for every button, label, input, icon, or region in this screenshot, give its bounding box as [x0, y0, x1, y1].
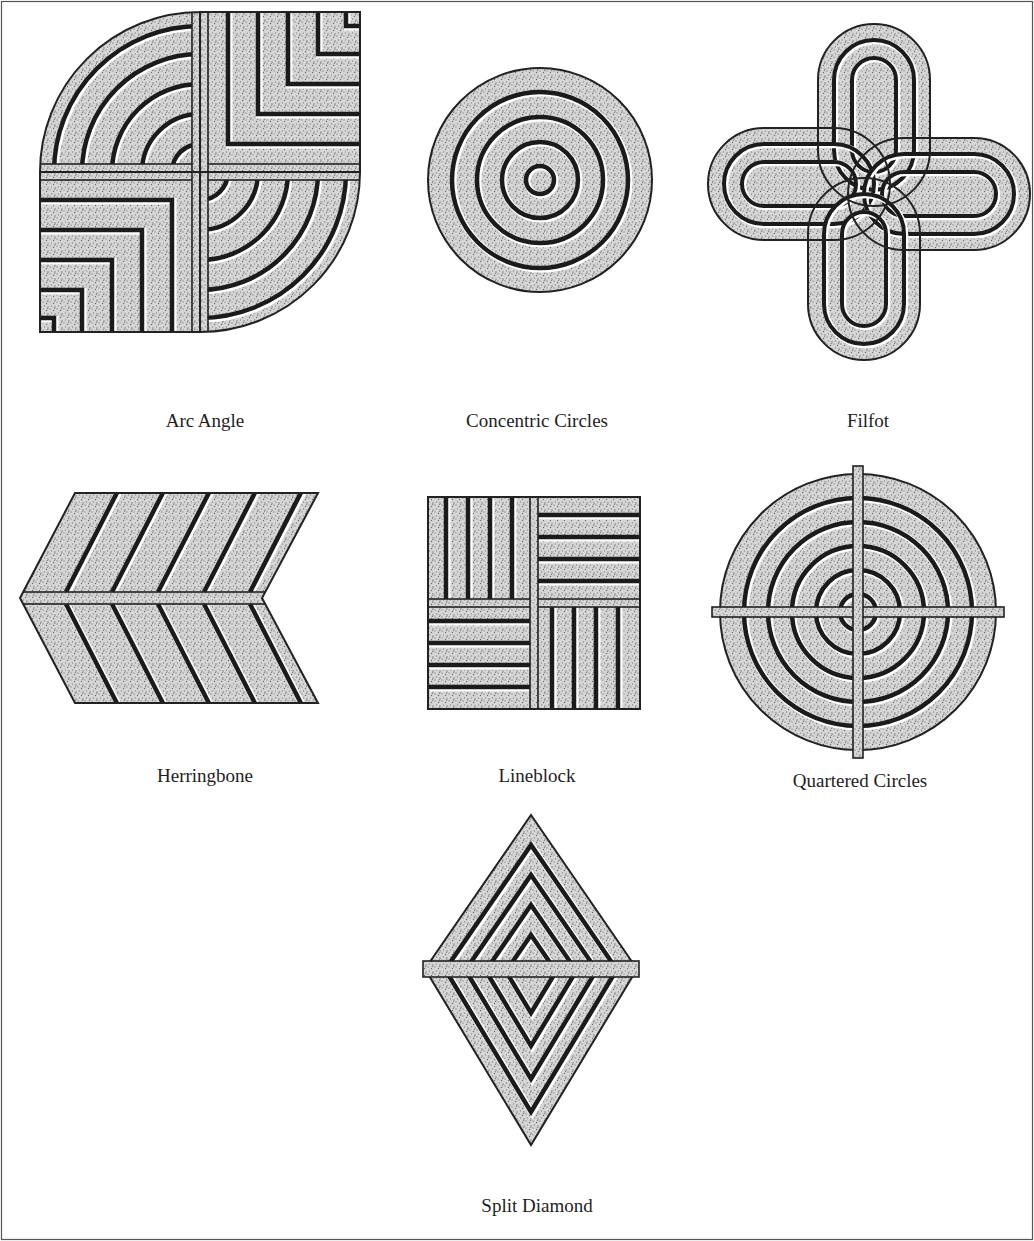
filfot-pattern: [708, 24, 1030, 360]
pattern-caption: Herringbone: [157, 765, 253, 788]
pattern-caption: Filfot: [847, 410, 889, 433]
pattern-caption: Split Diamond: [481, 1195, 592, 1218]
concentric-circles-pattern: [428, 68, 652, 292]
pattern-caption: Concentric Circles: [466, 410, 608, 433]
pattern-caption: Arc Angle: [166, 410, 245, 433]
lineblock-pattern: [426, 495, 642, 711]
arc-angle-pattern: [38, 10, 362, 334]
herringbone-pattern: [10, 491, 349, 706]
pattern-caption: Quartered Circles: [793, 770, 928, 793]
split-diamond-pattern: [423, 815, 639, 1145]
pattern-caption: Lineblock: [498, 765, 575, 788]
quartered-circles-pattern: [712, 466, 1004, 758]
